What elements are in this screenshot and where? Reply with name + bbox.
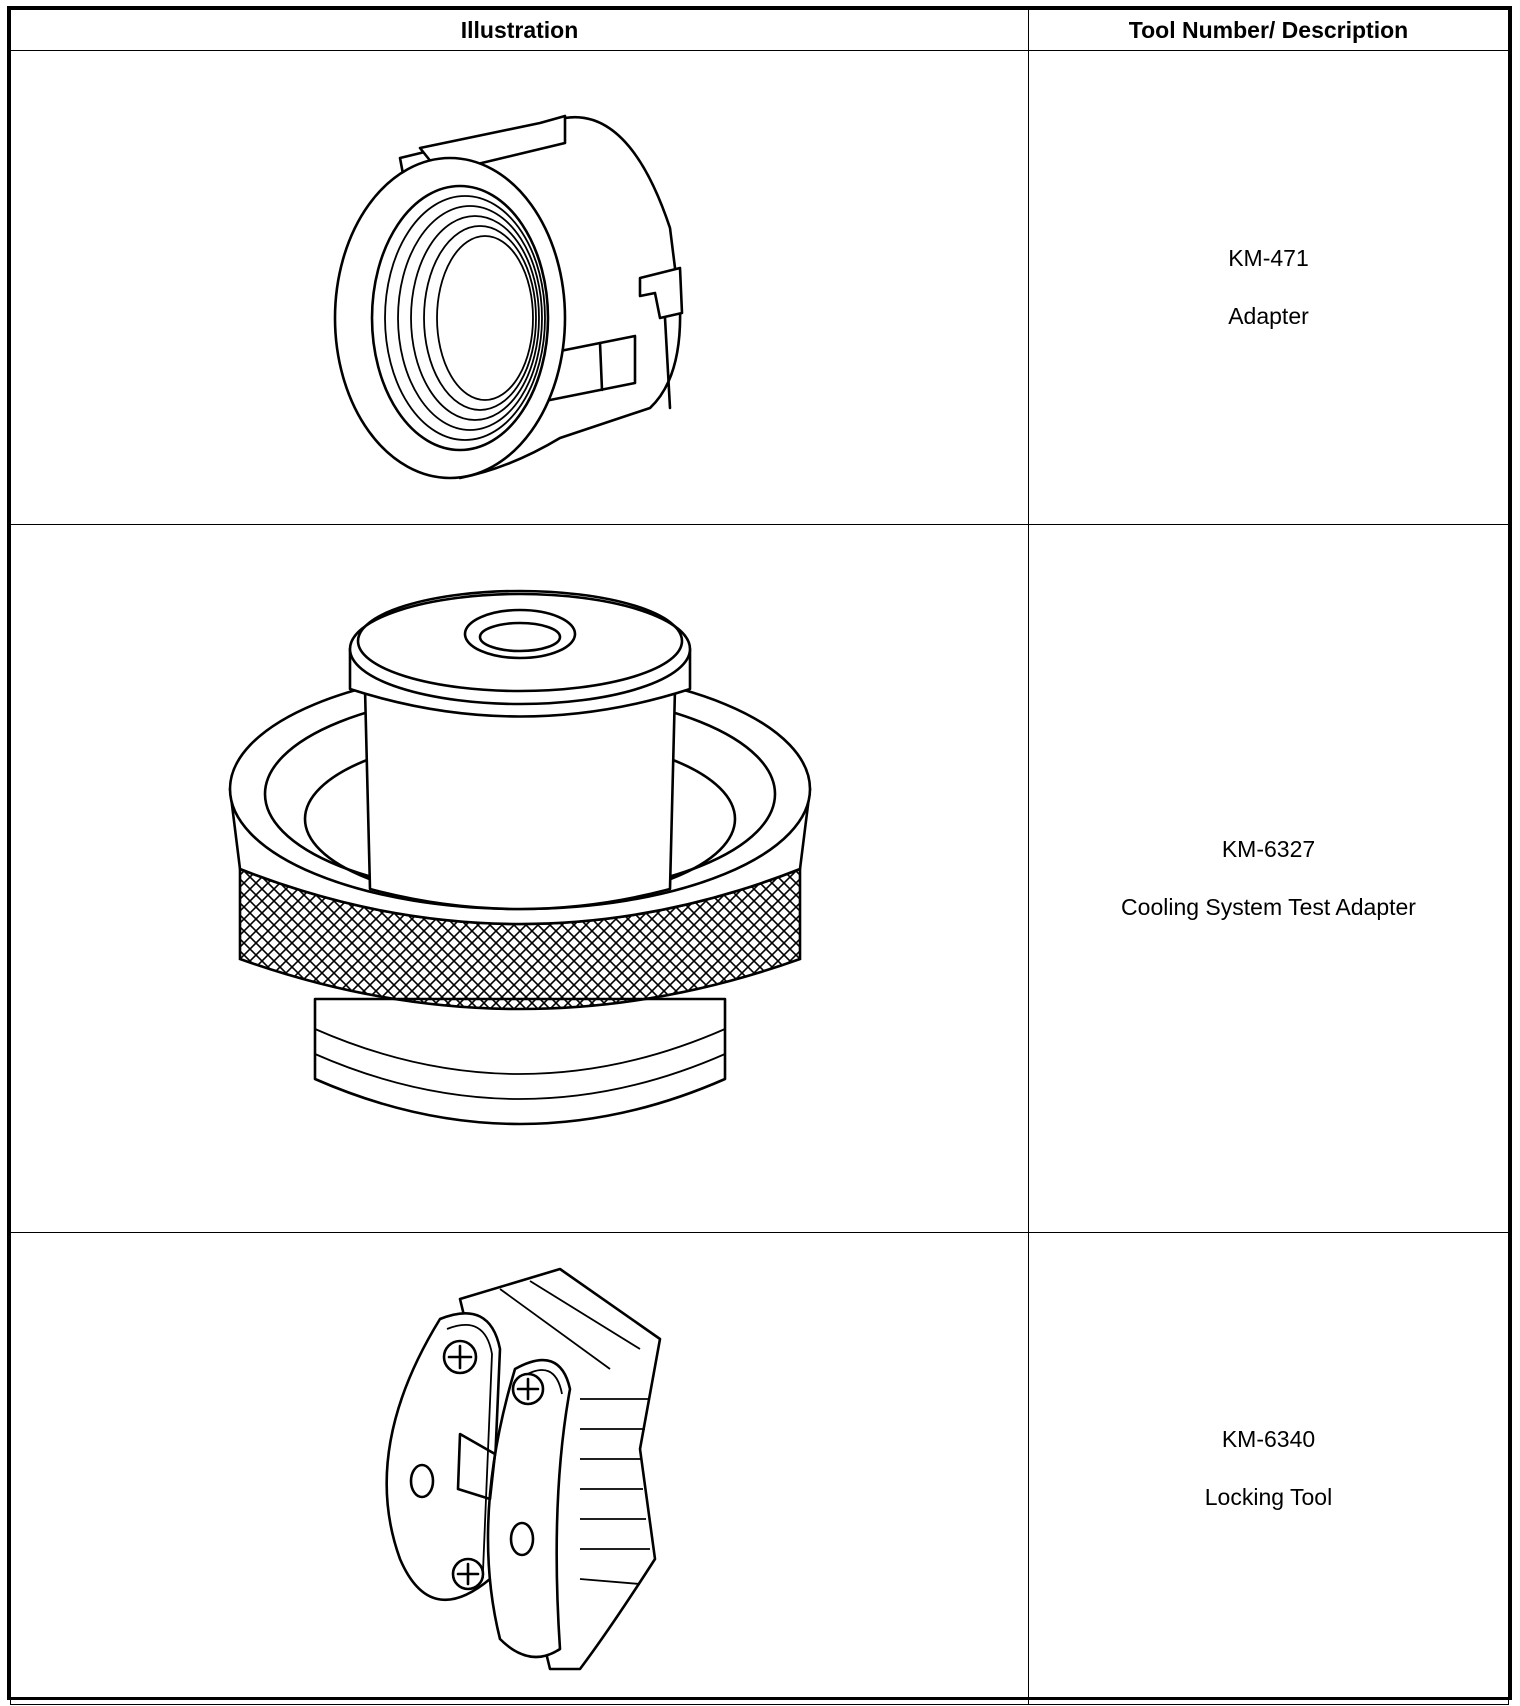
header-illustration: Illustration	[10, 9, 1029, 51]
tool-number: KM-6340	[1221, 1425, 1316, 1452]
tool-description-cell: KM-6340 Locking Tool	[1028, 1232, 1509, 1705]
table-row: KM-6340 Locking Tool	[10, 1232, 1509, 1705]
illustration-cell	[10, 1232, 1029, 1705]
header-tool-description: Tool Number/ Description	[1028, 9, 1509, 51]
tool-number: KM-471	[1228, 244, 1309, 271]
tool-table: Illustration Tool Number/ Description	[10, 9, 1509, 1705]
tool-description: Locking Tool	[1204, 1483, 1333, 1510]
tool-description: Adapter	[1228, 302, 1309, 329]
locking-tool-icon	[384, 1267, 661, 1670]
tool-description-cell: KM-6327 Cooling System Test Adapter	[1028, 524, 1509, 1233]
illustration-cell	[10, 50, 1029, 525]
tool-description: Cooling System Test Adapter	[1121, 893, 1416, 920]
tool-number: KM-6327	[1221, 835, 1316, 862]
table-header-row: Illustration Tool Number/ Description	[10, 9, 1509, 51]
tool-description-cell: KM-471 Adapter	[1028, 50, 1509, 525]
threaded-adapter-ring-icon	[333, 114, 683, 479]
table-row: KM-471 Adapter	[10, 50, 1509, 525]
table-row: KM-6327 Cooling System Test Adapter	[10, 524, 1509, 1233]
illustration-cell	[10, 524, 1029, 1233]
cooling-system-test-adapter-icon	[228, 589, 811, 1125]
tool-table-sheet: Illustration Tool Number/ Description	[7, 6, 1512, 1705]
